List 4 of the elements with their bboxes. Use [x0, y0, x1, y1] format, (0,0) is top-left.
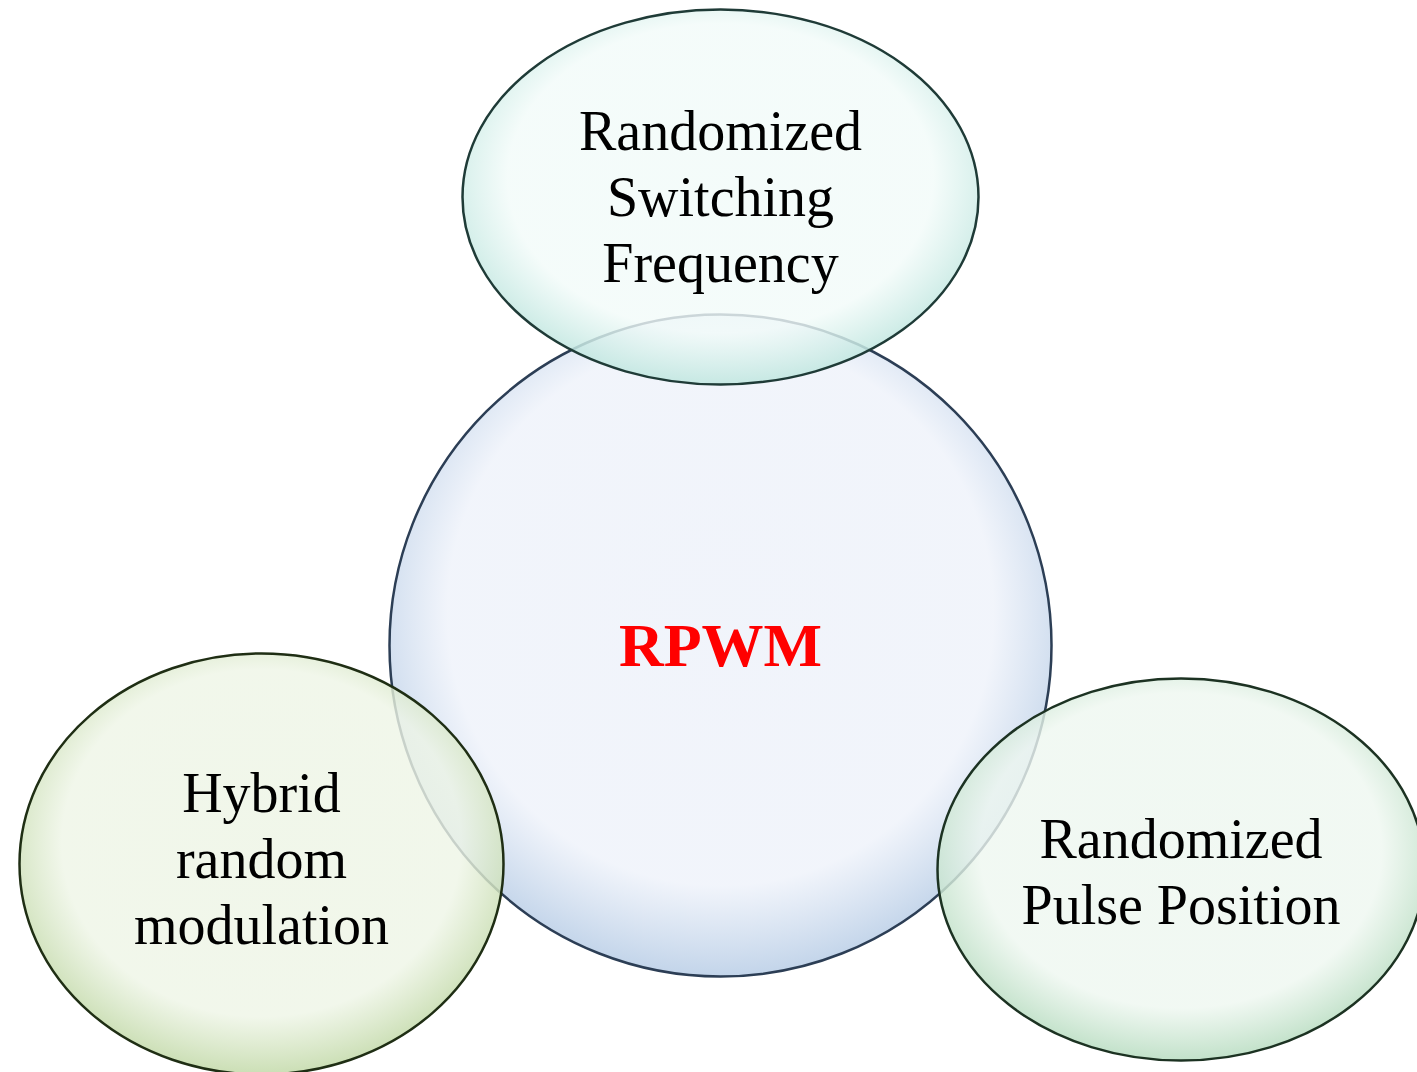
bubble-label: Hybrid random modulation — [132, 760, 391, 959]
bubble-label: Randomized Pulse Position — [1020, 806, 1342, 938]
bubble-label: Randomized Switching Frequency — [577, 98, 863, 297]
bubble-label: RPWM — [618, 609, 823, 681]
